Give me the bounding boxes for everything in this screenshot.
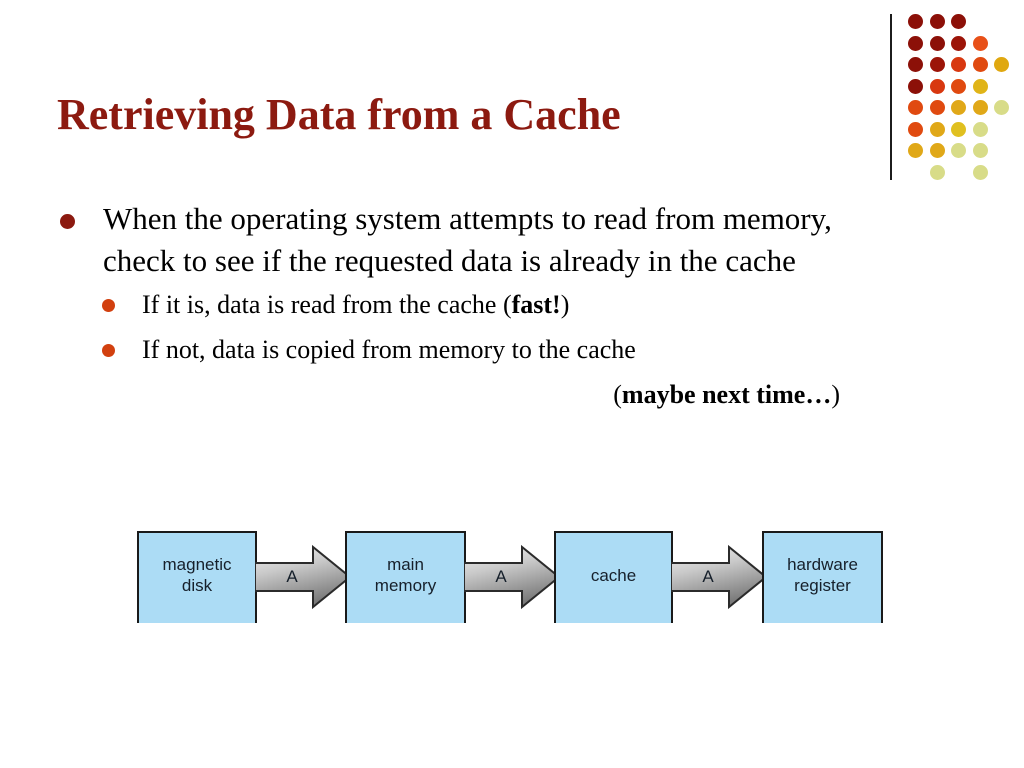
arrow-right-icon xyxy=(255,544,351,610)
logo-dot xyxy=(951,143,966,158)
logo-dot xyxy=(994,100,1009,115)
logo-dot xyxy=(929,78,945,94)
arrow-right-icon xyxy=(671,544,767,610)
box-label-line1: hardware xyxy=(787,555,858,574)
logo-dot xyxy=(929,143,945,158)
logo-dot xyxy=(951,100,966,115)
logo-dot xyxy=(929,164,945,180)
logo-dot xyxy=(908,14,923,29)
arrow-label: A xyxy=(495,567,507,586)
trailing-paren-close: ) xyxy=(831,380,840,409)
bullet-marker-icon xyxy=(102,344,115,357)
dot-grid-logo xyxy=(884,0,1024,190)
box-label-line1: magnetic xyxy=(162,555,232,574)
bullet-level2-text: If it is, data is read from the cache ( xyxy=(142,290,512,319)
logo-vertical-rule xyxy=(890,14,892,180)
logo-dot xyxy=(972,78,988,94)
slide-body: When the operating system attempts to re… xyxy=(54,198,884,417)
trailing-paren-open: ( xyxy=(613,380,622,409)
bullet-level2: If not, data is copied from memory to th… xyxy=(54,327,884,372)
logo-dot xyxy=(908,35,923,51)
logo-dot xyxy=(972,121,988,137)
box-label-line2: disk xyxy=(181,576,213,595)
logo-dot xyxy=(908,143,923,158)
logo-dot xyxy=(994,57,1009,72)
logo-dot xyxy=(951,121,966,137)
box-label-line1: cache xyxy=(590,565,637,585)
bullet-marker-icon xyxy=(60,214,75,229)
logo-dot xyxy=(929,35,945,51)
trailing-emphasis: maybe next time… xyxy=(621,380,832,409)
logo-dot xyxy=(908,57,923,72)
box-label-line2: register xyxy=(794,576,851,595)
logo-dot xyxy=(929,121,945,137)
box-label-line1: main xyxy=(387,555,424,574)
logo-dot xyxy=(951,14,966,29)
logo-dot xyxy=(929,100,945,115)
logo-dot xyxy=(908,78,923,94)
arrow-right-icon xyxy=(464,544,560,610)
diagram-arrow-2: A xyxy=(464,543,560,611)
bullet-trailing-line: (maybe next time…) xyxy=(54,372,884,417)
bullet-level2-text: If not, data is copied from memory to th… xyxy=(142,335,636,364)
bullet-level2-emphasis: fast! xyxy=(511,290,561,319)
logo-dot xyxy=(951,35,966,51)
box-label-line2: memory xyxy=(374,576,437,595)
bullet-marker-icon xyxy=(102,299,115,312)
bullet-level2-text-tail: ) xyxy=(560,290,570,319)
logo-dot xyxy=(972,164,988,180)
logo-dot xyxy=(908,121,923,137)
logo-dot xyxy=(972,100,988,115)
page-title: Retrieving Data from a Cache xyxy=(57,90,621,139)
logo-dot xyxy=(972,57,988,72)
diagram-arrow-1: A xyxy=(255,543,351,611)
bullet-level2: If it is, data is read from the cache (f… xyxy=(54,282,884,327)
bullet-level1: When the operating system attempts to re… xyxy=(54,198,884,282)
logo-dot xyxy=(972,35,988,51)
logo-dot xyxy=(929,14,945,29)
logo-dot xyxy=(951,57,966,72)
arrow-label: A xyxy=(702,567,714,586)
logo-dot xyxy=(972,143,988,158)
logo-dot xyxy=(929,57,945,72)
diagram-box-main-memory: main memory xyxy=(345,531,466,623)
logo-dot xyxy=(908,100,923,115)
diagram-box-cache: cache xyxy=(554,531,673,623)
diagram-arrow-3: A xyxy=(671,543,767,611)
bullet-level1-text: When the operating system attempts to re… xyxy=(103,201,832,278)
diagram-box-magnetic-disk: magnetic disk xyxy=(137,531,257,623)
diagram-box-hardware-register: hardware register xyxy=(762,531,883,623)
arrow-label: A xyxy=(286,567,298,586)
logo-dot xyxy=(951,78,966,94)
